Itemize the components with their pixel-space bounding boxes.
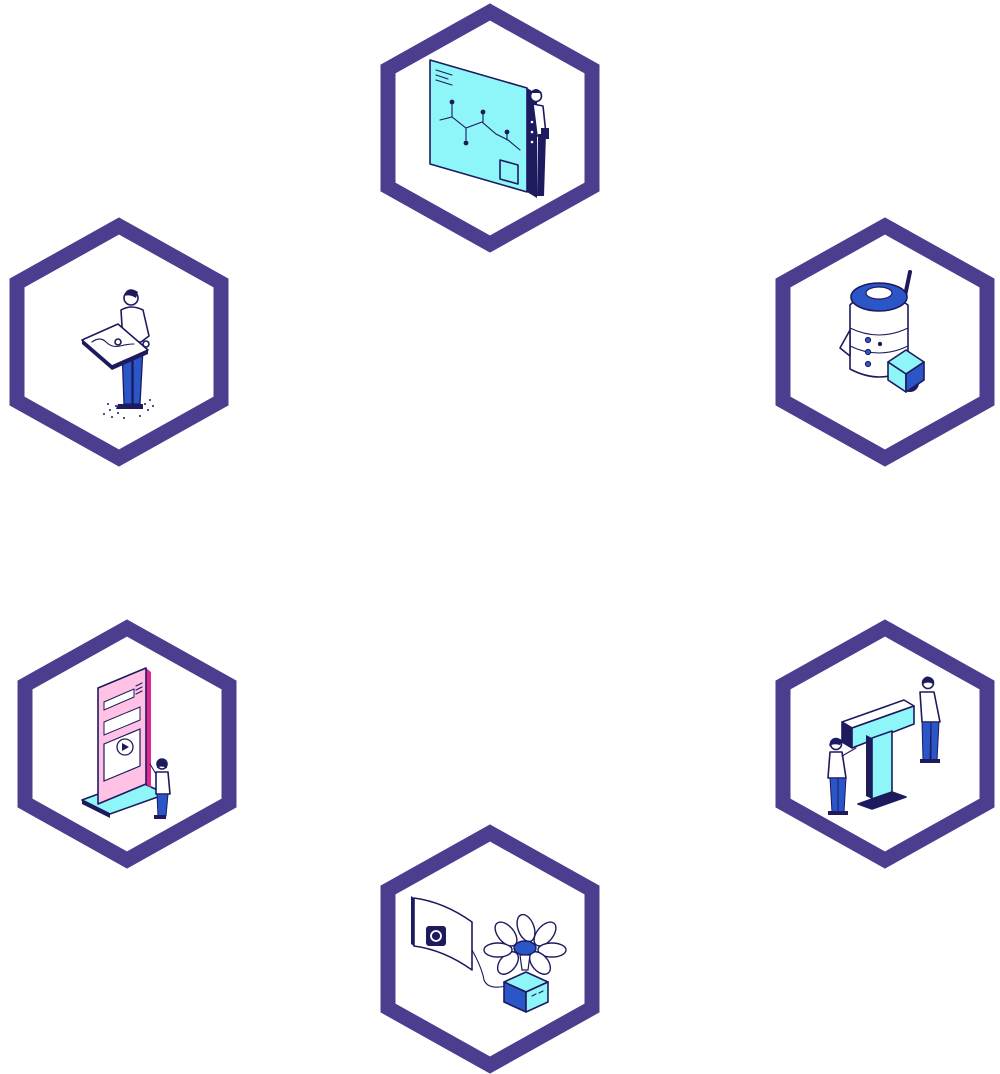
hexagon-upper-left [9,217,229,467]
video-kiosk-illustration [81,667,171,819]
chart-board-illustration [429,59,549,198]
letter-t-illustration [827,676,941,815]
person-holding-board-illustration [81,289,154,419]
hexagon-top [380,3,600,253]
ground-speckles [103,399,154,419]
board-face [429,59,528,193]
camera-and-flower-illustration [411,896,567,1013]
play-icon [116,738,134,756]
camera-icon [426,926,446,946]
flower-device [483,913,567,975]
hexagon-lower-right [775,619,995,869]
hexagon-lower-left [17,619,237,869]
hexagon-bottom [380,824,600,1074]
hexagon-upper-right [775,217,995,467]
robot-illustration [839,270,925,393]
